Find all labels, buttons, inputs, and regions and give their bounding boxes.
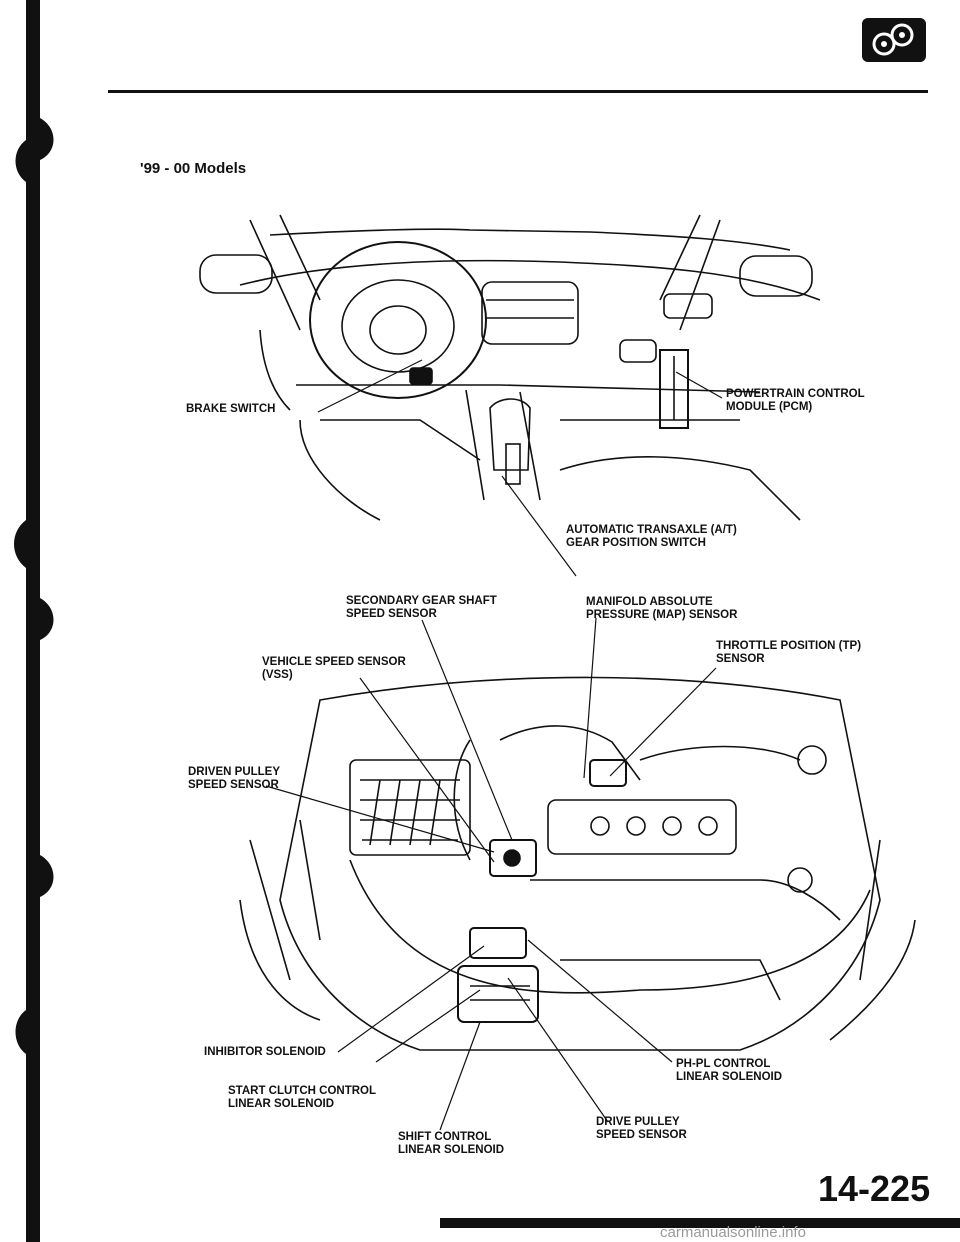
footer-rule: [440, 1218, 960, 1228]
engine-bay-illustration: [239, 676, 916, 1051]
page-number: 14-225: [818, 1168, 931, 1209]
dashboard-illustration: [199, 214, 821, 521]
leader-lines: [265, 359, 723, 1131]
page-title: '99 - 00 Models: [140, 160, 247, 177]
label-brake-switch: BRAKE SWITCH: [186, 403, 276, 415]
label-at-gear-position-switch: AUTOMATIC TRANSAXLE (A/T)GEAR POSITION S…: [566, 524, 737, 549]
header-rule: [108, 90, 928, 93]
page-binding-edge: [14, 0, 54, 1242]
label-inhibitor-solenoid: INHIBITOR SOLENOID: [204, 1046, 326, 1058]
watermark: carmanualsonline.info: [660, 1224, 806, 1241]
label-tp-sensor: THROTTLE POSITION (TP)SENSOR: [716, 640, 862, 665]
section-logo-icon: [862, 18, 926, 62]
label-vss: VEHICLE SPEED SENSOR(VSS): [262, 656, 406, 681]
